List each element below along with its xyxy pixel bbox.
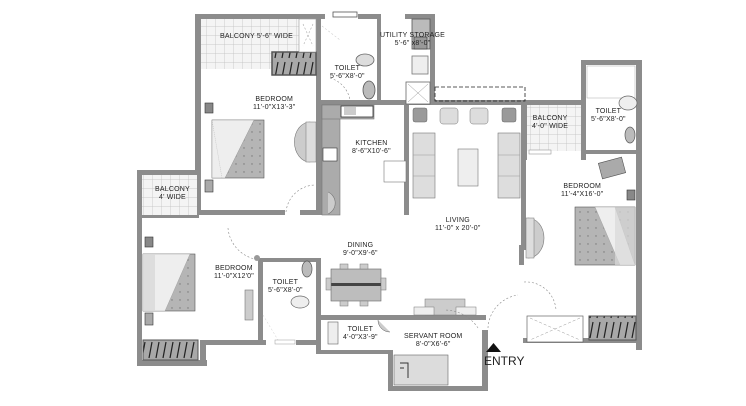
label-bedroom-3: BEDROOM 11'-0"X12'0" xyxy=(214,265,254,280)
label-servant-room: SERVANT ROOM 8'-0"X6'-6" xyxy=(404,333,463,348)
label-kitchen: KITCHEN 8'-6"X10'-6" xyxy=(352,140,391,155)
living-sofa-left xyxy=(412,132,436,199)
living-sofa-right xyxy=(497,132,521,199)
label-toilet-right: TOILET 5'-6"X8'-0" xyxy=(591,108,626,123)
label-bedroom-2: BEDROOM 11'-4"X16'-0" xyxy=(561,183,604,198)
label-toilet-top: TOILET 5'-6"X8'-0" xyxy=(330,65,365,80)
balcony-top-planter xyxy=(271,51,317,76)
label-toilet-servant: TOILET 4'-0"X3'-9" xyxy=(343,326,378,341)
label-living: LIVING 11'-0" x 20'-0" xyxy=(435,217,481,232)
label-toilet-left: TOILET 5'-6"X8'-0" xyxy=(268,279,303,294)
label-utility: UTILITY STORAGE 5'-6" x8'-0" xyxy=(380,32,445,47)
label-balcony-left: BALCONY 4' WIDE xyxy=(155,186,190,201)
label-dining: DINING 9'-0"X9'-6" xyxy=(343,242,378,257)
label-bedroom-1: BEDROOM 11'-0"X13'-3" xyxy=(253,96,296,111)
bedroom-3-planter xyxy=(142,339,199,361)
entry-arrow-icon xyxy=(486,343,501,352)
entry-label: ENTRY xyxy=(484,354,525,368)
bedroom-2-planter xyxy=(588,315,637,341)
label-balcony-right: BALCONY 4'-0" WIDE xyxy=(532,115,569,130)
living-table xyxy=(457,148,479,187)
servant-bed xyxy=(393,354,449,386)
label-balcony-top: BALCONY 5'-6" WIDE xyxy=(220,33,294,40)
